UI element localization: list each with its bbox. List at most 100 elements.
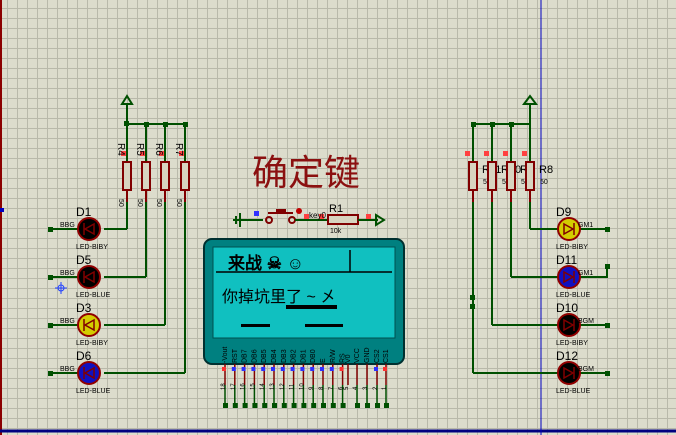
lcd-pin-number: 1 bbox=[382, 386, 388, 390]
led-type: LED-BLUE bbox=[556, 388, 591, 395]
r1-resistor[interactable] bbox=[327, 214, 359, 225]
resistor-r8[interactable]: R8 50 bbox=[522, 124, 558, 230]
right-junctions bbox=[470, 295, 475, 309]
lcd-pin-16[interactable]: 3 bbox=[363, 364, 370, 408]
lcd-pin-number: 5 bbox=[344, 386, 350, 390]
r1-value-label: 10k bbox=[330, 228, 342, 235]
lcd-line-2: 你掉坑里了 ~ 㐅 bbox=[222, 288, 336, 306]
lcd-pin-label: RST bbox=[232, 348, 239, 363]
confirm-button-circuit: key0 R1 10k bbox=[233, 203, 386, 235]
lcd-pin-15[interactable]: 4 bbox=[353, 364, 360, 408]
lcd-pin-label: V0 bbox=[345, 354, 352, 363]
led-net: BGM bbox=[578, 366, 594, 373]
lcd-pin-number: 9 bbox=[309, 386, 315, 390]
led-net: BGM bbox=[578, 318, 594, 325]
lcd-pin-number: 11 bbox=[290, 383, 296, 390]
left-marker bbox=[0, 208, 4, 212]
left-led-bank: D1BBGLED-BIBYD5BBGLED-BLUED3BBGLED-BIBYD… bbox=[48, 205, 111, 395]
resistor-ref: R5 bbox=[134, 143, 145, 156]
led-type: LED-BIBY bbox=[76, 340, 108, 347]
lcd-pin-number: 18 bbox=[221, 383, 227, 390]
led-type: LED-BLUE bbox=[556, 292, 591, 299]
lcd-pin-number: 17 bbox=[231, 383, 237, 390]
right-resistor-bank: R1150R1050R950R850 bbox=[465, 122, 558, 374]
led-ref: D6 bbox=[76, 349, 92, 363]
resistor-ref: R8 bbox=[539, 164, 553, 176]
led-net: GM1 bbox=[578, 222, 593, 229]
lcd-pin-number: 16 bbox=[241, 383, 247, 390]
lcd-pin-2[interactable]: 17 bbox=[231, 364, 238, 408]
lcd-pin-3[interactable]: 16 bbox=[241, 364, 248, 408]
button-ref-label: key0 bbox=[309, 211, 326, 220]
push-button[interactable] bbox=[265, 208, 302, 224]
lcd-pin-5[interactable]: 14 bbox=[260, 364, 268, 408]
led-type: LED-BIBY bbox=[556, 244, 588, 251]
lcd-pin-4[interactable]: 15 bbox=[250, 364, 258, 408]
resistor-ref: R6 bbox=[153, 143, 164, 156]
left-power-rail bbox=[120, 94, 185, 125]
resistor-value: 50 bbox=[502, 179, 510, 186]
lcd-screen bbox=[212, 246, 396, 339]
led-ref: D11 bbox=[556, 253, 577, 267]
lcd-pin-number: 8 bbox=[319, 386, 325, 390]
led-net: BBG bbox=[60, 366, 75, 373]
lcd-pin-label: DB7 bbox=[242, 349, 249, 363]
lcd-pin-number: 2 bbox=[373, 386, 379, 390]
lcd-pin-label: CS2 bbox=[374, 349, 381, 363]
lcd-pin-11[interactable]: 8 bbox=[319, 364, 326, 408]
lcd-pin-label: VCC bbox=[354, 348, 361, 363]
resistor-value: 50 bbox=[521, 179, 529, 186]
lcd-pin-label: -Vout bbox=[222, 347, 229, 363]
lcd-pin-number: 4 bbox=[353, 386, 359, 390]
lcd-pin-number: 10 bbox=[299, 383, 305, 390]
power-terminal-icon bbox=[375, 213, 386, 227]
led-net: BBG bbox=[60, 270, 75, 277]
led-net: GM1 bbox=[578, 270, 593, 277]
led-type: LED-BLUE bbox=[76, 292, 111, 299]
lcd-pin-number: 13 bbox=[270, 383, 276, 390]
lcd-pin-18[interactable]: 1 bbox=[382, 364, 389, 408]
resistor-r6[interactable]: R6 50 bbox=[104, 122, 170, 326]
lcd-pin-label: GND bbox=[364, 347, 371, 363]
title-annotation: 确定键 bbox=[252, 152, 360, 193]
lcd-pin-8[interactable]: 11 bbox=[290, 364, 297, 408]
lcd-pin-6[interactable]: 13 bbox=[270, 364, 277, 408]
lcd-pin-12[interactable]: 7 bbox=[329, 364, 336, 408]
resistor-r10[interactable]: R1050 bbox=[484, 122, 558, 326]
lcd-pin-7[interactable]: 12 bbox=[280, 364, 287, 408]
lcd-pin-13[interactable]: 6 bbox=[339, 364, 346, 408]
right-led-bank: D9GM1LED-BIBYD11GM1LED-BLUED10BGMLED-BIB… bbox=[556, 205, 610, 395]
lcd-pin-label: DB1 bbox=[300, 349, 307, 363]
lcd-pin-number: 15 bbox=[250, 383, 256, 390]
cursor-crosshair bbox=[55, 282, 67, 294]
lcd-pin-9[interactable]: 10 bbox=[299, 364, 307, 408]
lcd-pin-1[interactable]: 18 bbox=[221, 364, 228, 408]
lcd-pin-label: DB6 bbox=[251, 349, 258, 363]
led-type: LED-BLUE bbox=[76, 388, 111, 395]
resistor-r5[interactable]: R5 50 bbox=[104, 122, 151, 278]
led-ref: D1 bbox=[76, 205, 92, 219]
lcd-pin-number: 6 bbox=[339, 386, 345, 390]
lcd-pin-14[interactable]: 5 bbox=[344, 364, 350, 390]
lcd-pin-label: E bbox=[320, 358, 327, 363]
resistor-value: 50 bbox=[136, 199, 143, 207]
lcd-pin-17[interactable]: 2 bbox=[373, 364, 380, 408]
resistor-ref: R4 bbox=[115, 143, 126, 156]
lcd-pin-10[interactable]: 9 bbox=[309, 364, 317, 408]
lcd-pin-label: CS1 bbox=[383, 349, 390, 363]
resistor-r4[interactable]: R4 50 bbox=[104, 124, 132, 230]
lcd-pin-label: DB4 bbox=[271, 349, 278, 363]
resistor-value: 50 bbox=[117, 199, 124, 207]
